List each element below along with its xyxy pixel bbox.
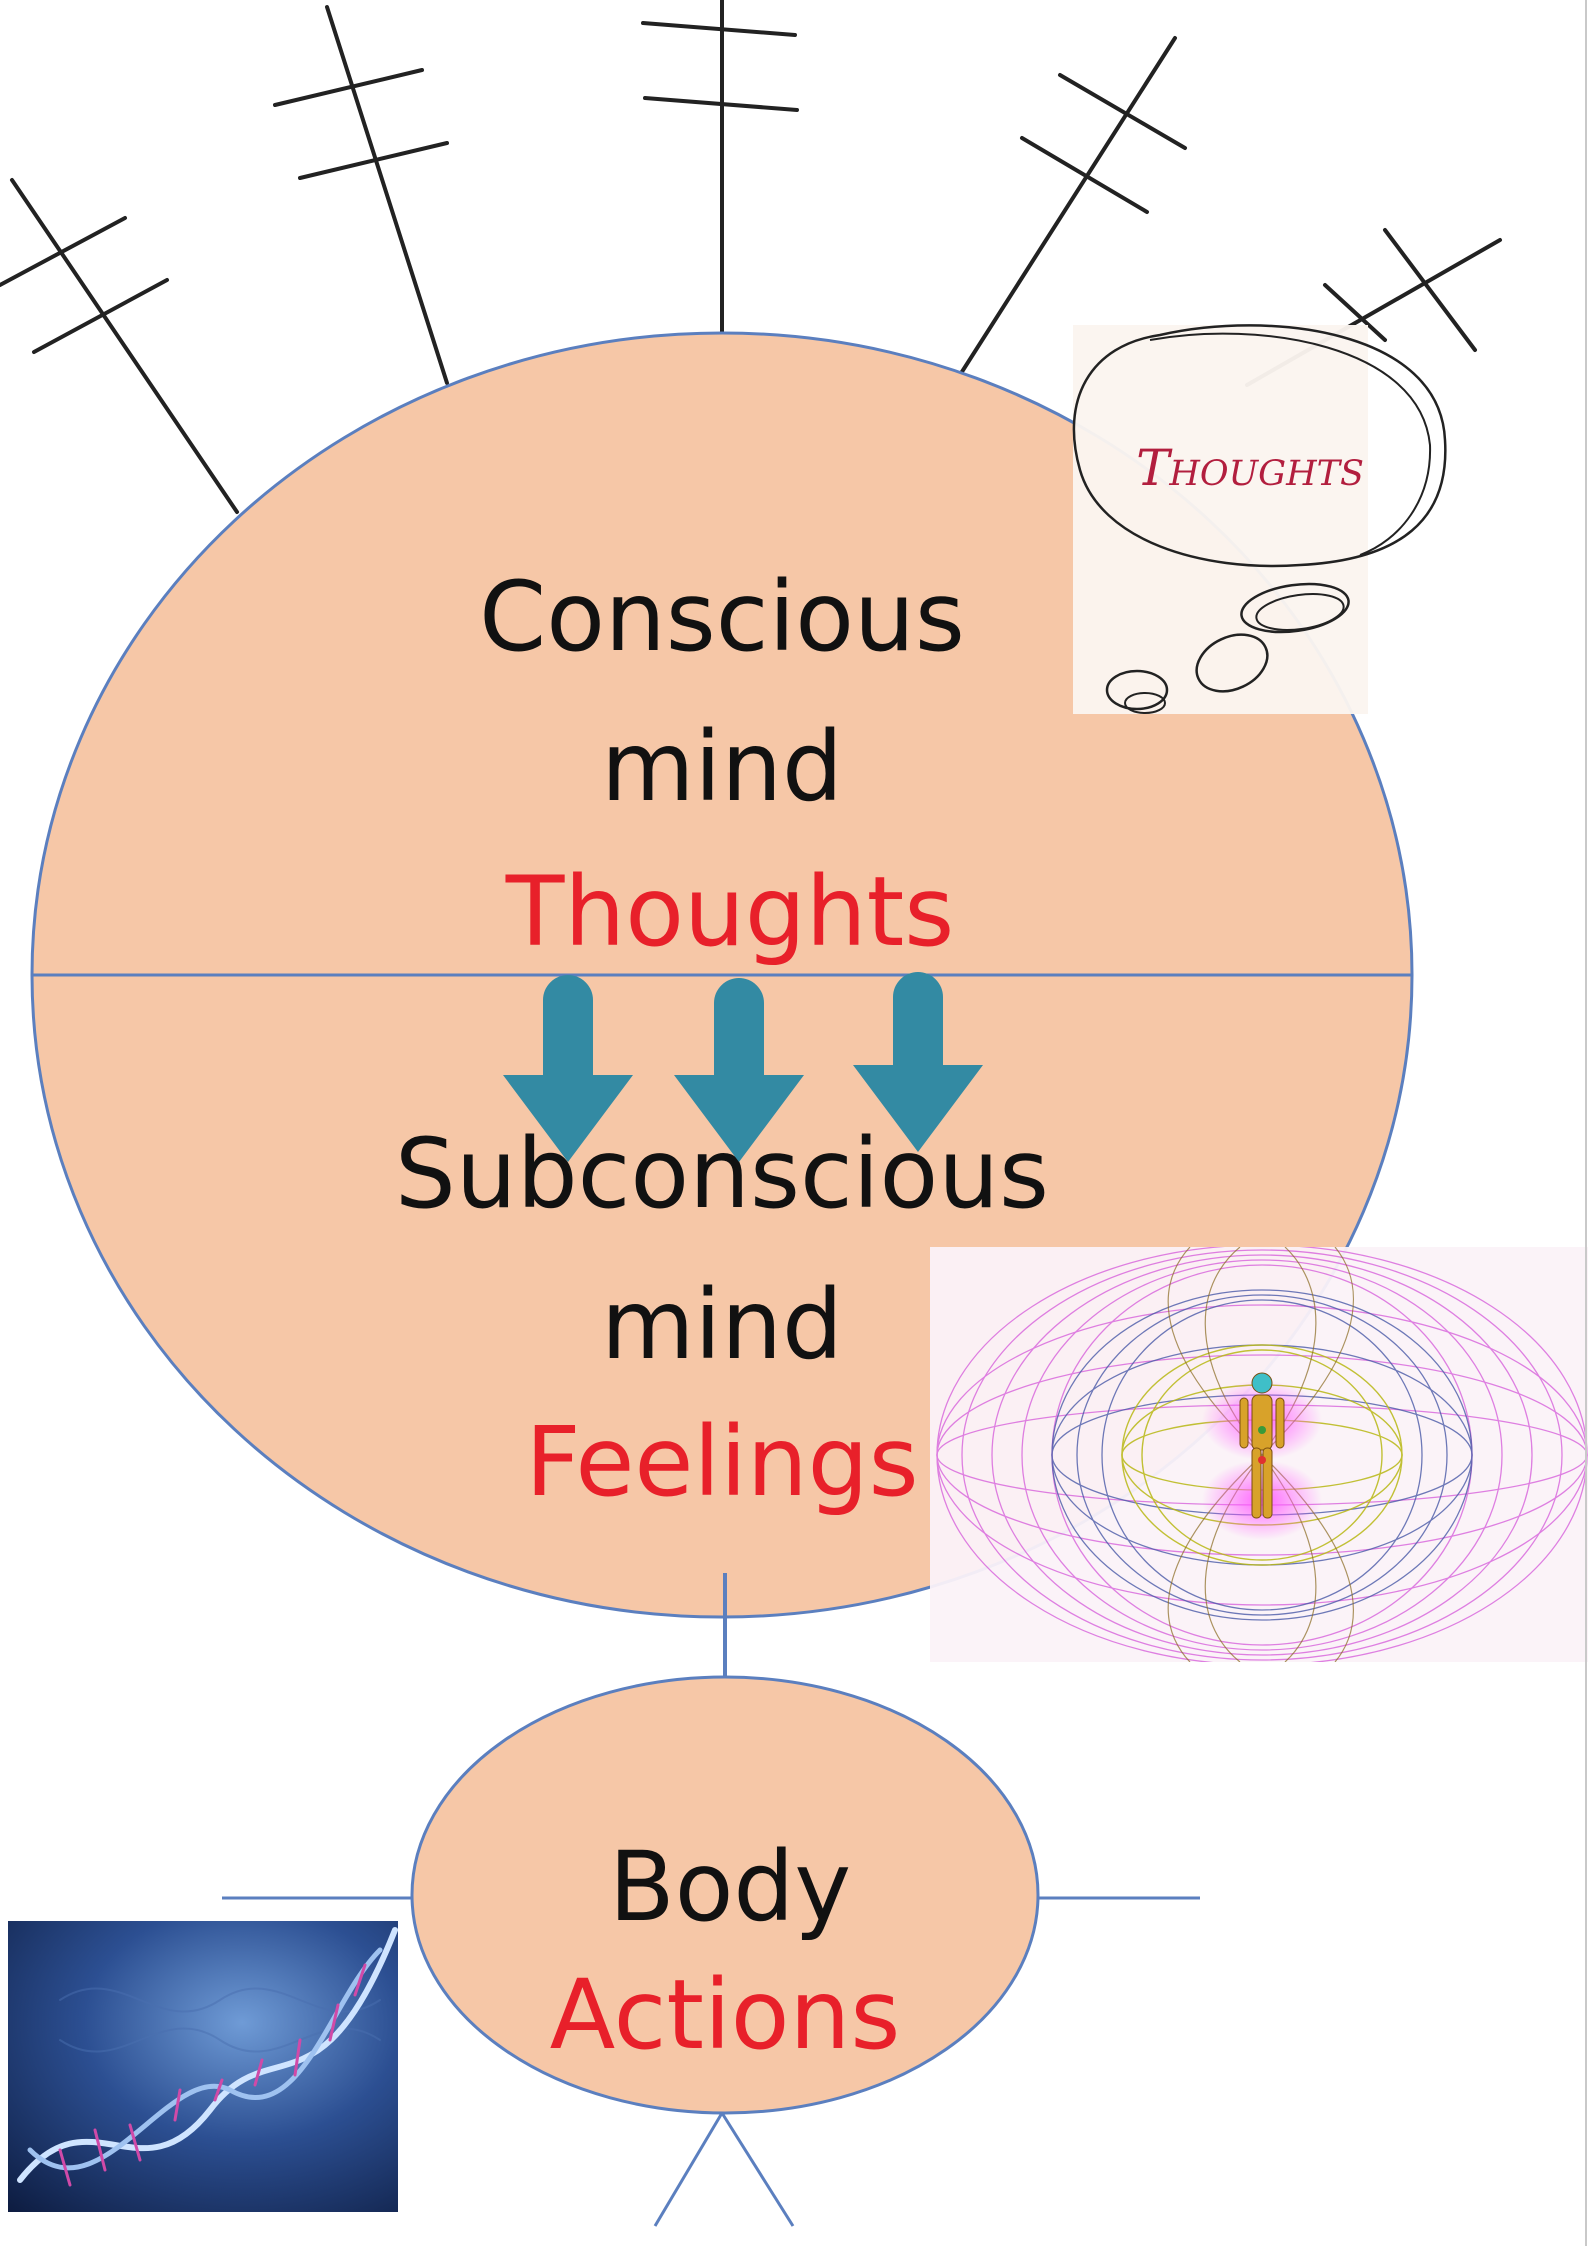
human-figure-icon (1239, 1372, 1285, 1519)
dna-image (8, 1921, 398, 2212)
conscious-mind-label: mind (601, 711, 843, 823)
arrow-down-icon (503, 975, 633, 1162)
thought-cloud-icon (1072, 324, 1447, 568)
thoughts-label: Thoughts (505, 856, 955, 968)
arrow-down-icon (674, 978, 804, 1162)
dna-helix-icon (17, 1927, 398, 2187)
body-ellipse (410, 1675, 1040, 2115)
arrow-down-icon (853, 972, 983, 1152)
torus-energy-field-icon (936, 1247, 1588, 1662)
hair-strand-2 (273, 5, 449, 385)
body-label: Body (609, 1831, 851, 1943)
conscious-label: Conscious (479, 561, 965, 673)
thought-bubble-text: Thoughts (1136, 439, 1364, 497)
hair-strand-4 (956, 36, 1187, 380)
subconscious-mind-label: mind (601, 1269, 843, 1381)
energy-field-image (930, 1247, 1588, 1662)
left-leg-line (653, 2112, 724, 2227)
feelings-label: Feelings (525, 1406, 918, 1518)
hair-strands (0, 0, 1502, 514)
hair-strand-1 (0, 178, 239, 514)
hair-strand-3 (641, 0, 799, 345)
right-leg-line (720, 2112, 795, 2227)
down-arrows (503, 972, 983, 1162)
actions-label: Actions (550, 1959, 901, 2071)
thought-bubble-image: Thoughts (1072, 324, 1447, 714)
